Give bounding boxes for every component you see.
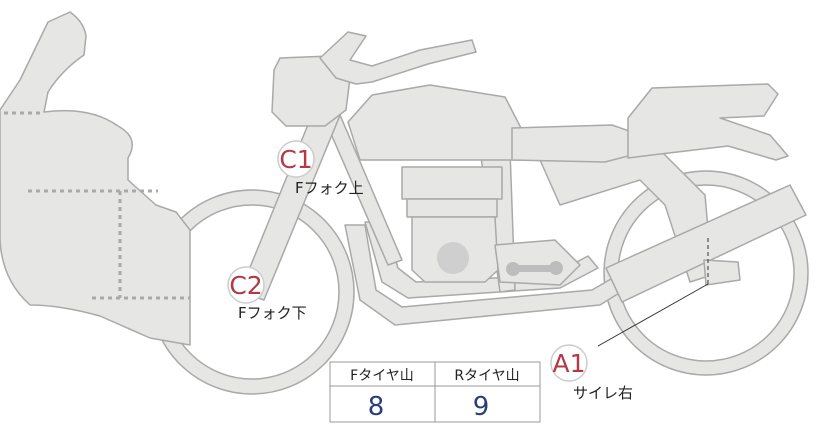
tread-depth-table: Fタイヤ山 Rタイヤ山 8 9: [329, 361, 541, 423]
marker-a1-circle: [550, 344, 588, 382]
seat: [511, 124, 633, 163]
muffler: [605, 184, 807, 303]
table-header-front: Fタイヤ山: [350, 368, 414, 384]
marker-c2-circle: [227, 266, 265, 304]
table-value-front: 8: [368, 392, 385, 422]
muffler-bracket: [703, 259, 741, 286]
marker-c2[interactable]: C2: [227, 266, 265, 304]
handlebar: [319, 31, 477, 85]
fairing-seams: [4, 111, 190, 300]
marker-a1-label: サイレ右: [573, 384, 633, 402]
table-value-rear: 9: [473, 392, 490, 422]
fuel-tank: [347, 84, 523, 161]
marker-a1[interactable]: A1: [550, 344, 588, 382]
marker-a1-code: A1: [552, 349, 585, 378]
motorcycle-illustration: [0, 11, 809, 395]
tail-cowl: [627, 83, 789, 161]
rear-frame: [539, 149, 713, 283]
a1-leader-line: [597, 238, 709, 347]
table-header-rear: Rタイヤ山: [454, 368, 519, 384]
marker-c1-circle: [277, 140, 315, 178]
marker-c2-code: C2: [229, 271, 262, 300]
front-fairing: [0, 11, 191, 346]
engine: [401, 166, 581, 286]
marker-c1[interactable]: C1: [277, 140, 315, 178]
marker-c2-label: Fフォク下: [238, 304, 307, 322]
marker-c1-code: C1: [279, 145, 312, 174]
marker-c1-label: Fフォク上: [295, 179, 364, 197]
